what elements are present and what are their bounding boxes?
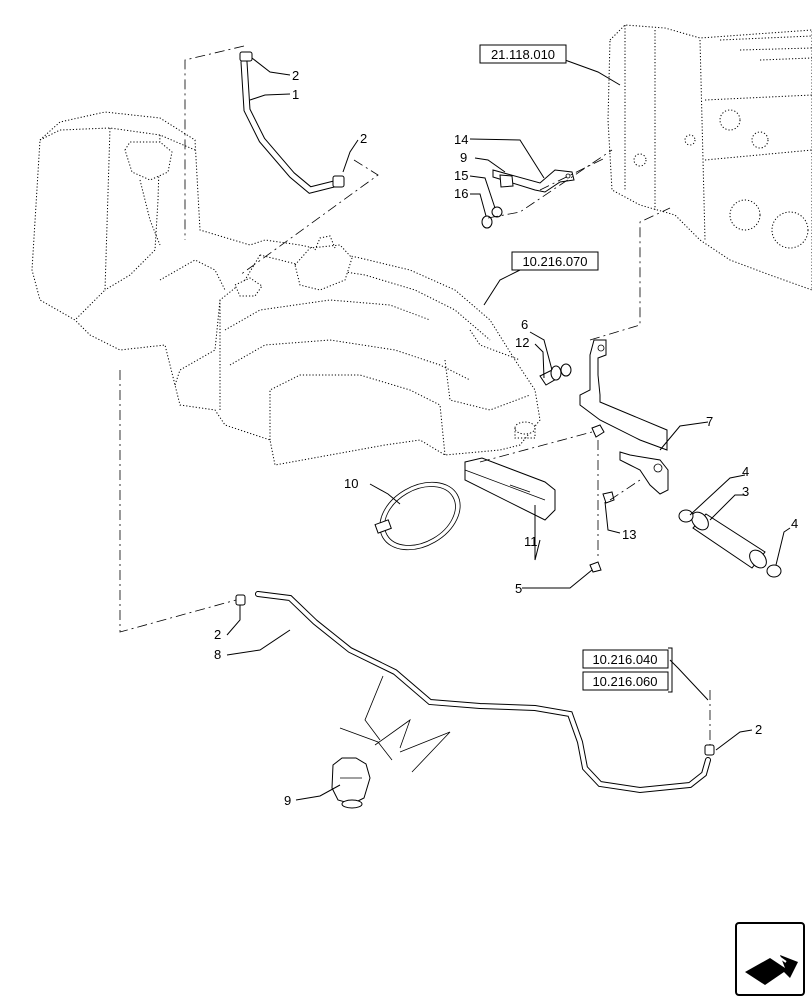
callout-3: 3	[742, 484, 749, 499]
reference-bracket	[668, 647, 673, 693]
callout-16: 16	[454, 186, 468, 201]
transmission-housing	[607, 24, 812, 291]
callout-6: 6	[521, 317, 528, 332]
callout-4: 4	[791, 516, 798, 531]
bracket-14	[481, 169, 575, 229]
svg-text:10.216.070: 10.216.070	[522, 254, 587, 269]
callout-4: 4	[742, 464, 749, 479]
callout-2: 2	[360, 131, 367, 146]
svg-text:10.216.040: 10.216.040	[592, 652, 657, 667]
callout-9: 9	[284, 793, 291, 808]
reference-21-118-010[interactable]: 21.118.010	[479, 44, 567, 64]
shield-11	[464, 457, 556, 521]
return-pipe	[239, 51, 345, 194]
callout-labels: 2 1 2 14 9 15 16 6 12 7 4 3 10 4 13 11 5…	[214, 68, 798, 808]
svg-text:10.216.060: 10.216.060	[592, 674, 657, 689]
strap-10	[374, 481, 461, 551]
callout-7: 7	[706, 414, 713, 429]
callout-5: 5	[515, 581, 522, 596]
callout-2: 2	[755, 722, 762, 737]
callout-10: 10	[344, 476, 358, 491]
callout-15: 15	[454, 168, 468, 183]
svg-text:21.118.010: 21.118.010	[491, 47, 555, 62]
clip-9	[331, 757, 371, 809]
callout-11: 11	[524, 534, 538, 549]
fuel-line-8	[235, 591, 715, 794]
fuel-tank	[31, 111, 541, 466]
leader-lines	[226, 57, 791, 801]
reference-10-216-040[interactable]: 10.216.040	[582, 649, 669, 669]
next-page-arrow-icon[interactable]	[735, 922, 805, 996]
callout-13: 13	[622, 527, 636, 542]
bracket-7	[539, 339, 669, 573]
callout-8: 8	[214, 647, 221, 662]
reference-10-216-060[interactable]: 10.216.060	[582, 671, 669, 691]
callout-1: 1	[292, 87, 299, 102]
callout-14: 14	[454, 132, 468, 147]
callout-2: 2	[214, 627, 221, 642]
callout-9: 9	[460, 150, 467, 165]
callout-12: 12	[515, 335, 529, 350]
assembly-lines	[119, 45, 711, 745]
hose-3	[678, 509, 782, 578]
break-marks	[339, 675, 451, 773]
callout-2: 2	[292, 68, 299, 83]
reference-10-216-070[interactable]: 10.216.070	[511, 251, 599, 271]
